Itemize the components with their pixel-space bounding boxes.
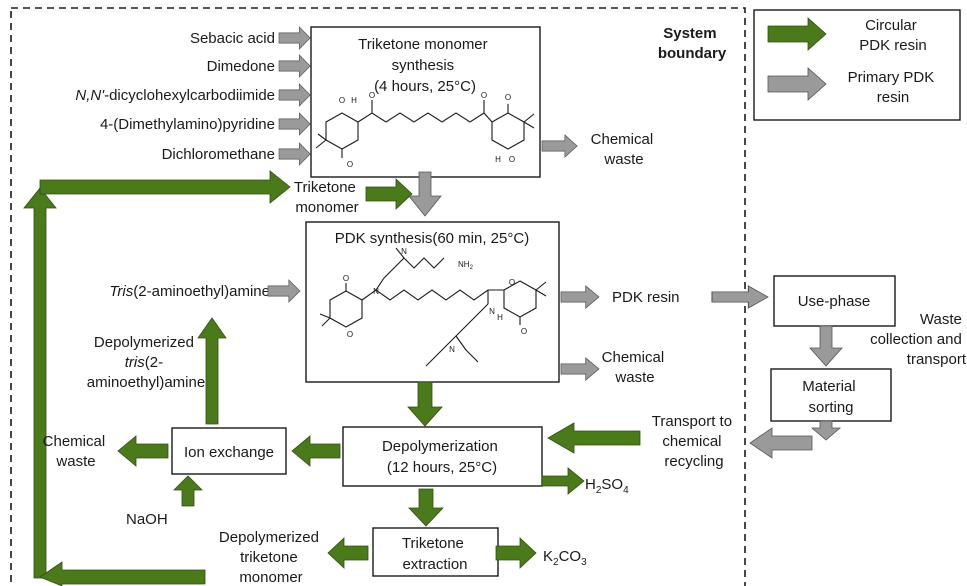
input-h2so4: H2SO4 [585, 476, 629, 496]
box-use-phase [773, 275, 896, 327]
arrow-pdk-to-depoly [407, 381, 443, 427]
input-sebacic-acid: Sebacic acid [190, 30, 275, 47]
arrow-sorting-to-transport [749, 427, 813, 459]
arrow-bottom-recycle [39, 561, 206, 586]
svg-text:H: H [495, 155, 501, 164]
box-material-sorting [770, 368, 892, 422]
svg-text:O: O [509, 155, 515, 164]
svg-text:O: O [347, 330, 353, 339]
input-dcm: Dichloromethane [162, 146, 275, 163]
waste-collection-label: Waste collection and transport [870, 311, 967, 368]
arrow-triketone-to-pdk [365, 178, 413, 210]
svg-text:H: H [351, 96, 357, 105]
chem-waste-3-label: Chemical waste [43, 433, 110, 470]
arrow-recycle-vertical [23, 187, 57, 579]
arrow-dmap [278, 112, 311, 136]
pdk-resin-label: PDK resin [612, 289, 680, 306]
triketone-extraction-title: Triketone extraction [402, 535, 468, 573]
arrow-ion-to-waste [117, 435, 169, 467]
triketone-monomer-label: Triketone monomer [294, 179, 360, 216]
svg-text:N: N [449, 345, 455, 354]
arrow-depoly-tren-up [197, 317, 227, 425]
arrow-depoly-to-extraction [408, 488, 444, 527]
arrow-sorting-down [810, 420, 842, 441]
arrow-sebacic [278, 26, 311, 50]
arrow-h2so4 [541, 467, 585, 495]
legend-circular-label: Circular PDK resin [859, 17, 927, 54]
depolymerization-title: Depolymerization (12 hours, 25°C) [382, 438, 502, 476]
legend-circular-arrow [767, 17, 827, 51]
arrow-naoh-up [173, 475, 203, 507]
chem-waste-1-label: Chemical waste [591, 131, 658, 168]
svg-text:O: O [521, 327, 527, 336]
triketone-molecule: O H O O O O H O [315, 91, 535, 169]
svg-text:O: O [481, 91, 487, 100]
arrow-dimedone [278, 54, 311, 78]
triketone-synthesis-title: Triketone monomer synthesis (4 hours, 25… [358, 36, 492, 95]
svg-text:H: H [497, 313, 503, 322]
box-pdk-synthesis [305, 221, 560, 383]
depoly-triketone-label: Depolymerized triketone monomer [219, 529, 323, 586]
svg-text:O: O [369, 91, 375, 100]
arrow-depoly-to-ion [291, 435, 341, 467]
chem-waste-2-label: Chemical waste [602, 349, 669, 386]
ion-exchange-title: Ion exchange [184, 444, 274, 461]
arrow-dcm [278, 142, 311, 166]
arrow-extraction-to-depoly-triketone [327, 537, 369, 569]
input-dmap: 4-(Dimethylamino)pyridine [100, 116, 275, 133]
boundary-label: System boundary [658, 25, 727, 62]
input-naoh: NaOH [126, 511, 168, 528]
legend-primary-label: Primary PDK resin [848, 69, 939, 106]
pdk-synthesis-title: PDK synthesis(60 min, 25°C) [335, 230, 529, 247]
arrow-tren [267, 279, 301, 303]
arrow-resin-to-use [711, 285, 769, 309]
svg-text:NH2: NH2 [458, 260, 474, 271]
box-triketone-extraction [372, 527, 499, 577]
svg-text:O: O [339, 96, 345, 105]
depoly-tren-label: Depolymerized tris(2- aminoethyl)amine [87, 334, 205, 391]
svg-text:O: O [347, 160, 353, 169]
svg-text:O: O [343, 274, 349, 283]
use-phase-title: Use-phase [798, 293, 871, 310]
arrow-k2co3 [495, 537, 537, 569]
arrow-pdk-resin [560, 285, 600, 309]
svg-text:N: N [489, 307, 495, 316]
svg-text:O: O [509, 278, 515, 287]
legend-primary-arrow [767, 67, 827, 101]
input-k2co3: K2CO3 [543, 548, 587, 568]
arrow-chem-waste-1 [541, 134, 578, 158]
material-sorting-title: Material sorting [802, 378, 860, 416]
arrow-transport-to-depoly [547, 422, 641, 454]
arrow-use-to-sorting [809, 325, 843, 367]
input-dcc: N,N'-dicyclohexylcarbodiimide [75, 87, 275, 104]
pdk-molecule: O O O O N N NH2 N H N [319, 247, 547, 367]
box-triketone-synthesis [310, 26, 541, 178]
arrow-dcc [278, 83, 311, 107]
input-dimedone: Dimedone [207, 58, 275, 75]
transport-recycling-label: Transport to chemical recycling [652, 413, 736, 470]
svg-text:N: N [373, 287, 379, 296]
svg-text:N: N [401, 247, 407, 256]
input-tren: Tris(2-aminoethyl)amine [109, 283, 270, 300]
arrow-recycle-top [39, 170, 291, 204]
box-depolymerization [342, 426, 543, 487]
arrow-triketone-down [408, 171, 442, 217]
arrow-chem-waste-2 [560, 357, 600, 381]
box-ion-exchange [171, 427, 287, 475]
svg-text:O: O [505, 93, 511, 102]
